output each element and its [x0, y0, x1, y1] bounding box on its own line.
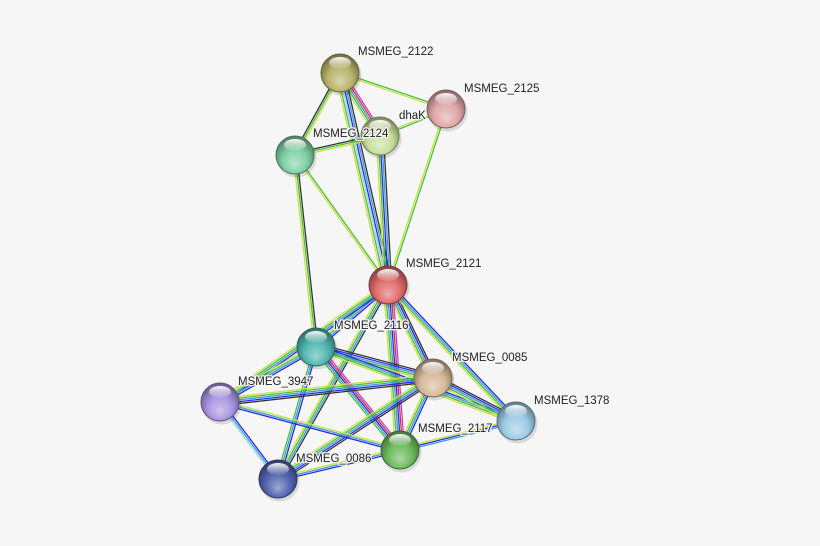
- node-label: MSMEG_2125: [464, 83, 539, 95]
- node-MSMEG_2125[interactable]: [426, 89, 468, 132]
- edge-MSMEG_2116-MSMEG_2117[interactable]: [312, 344, 404, 453]
- edge-MSMEG_2117-MSMEG_3947[interactable]: [218, 399, 402, 453]
- edge-MSMEG_2124-MSMEG_2116[interactable]: [292, 154, 319, 348]
- node-label: MSMEG_3947: [238, 376, 313, 388]
- node-MSMEG_2121[interactable]: [368, 265, 410, 308]
- edge-MSMEG_2121-MSMEG_0086[interactable]: [275, 283, 391, 481]
- nodes-layer: [200, 53, 538, 502]
- edge-MSMEG_2117-MSMEG_0086[interactable]: [276, 447, 402, 482]
- node-label: dhaK: [399, 110, 426, 122]
- node-MSMEG_2116[interactable]: [296, 327, 338, 370]
- node-MSMEG_0086[interactable]: [258, 459, 300, 502]
- node-MSMEG_2122[interactable]: [320, 53, 362, 96]
- edge-MSMEG_2116-MSMEG_0086[interactable]: [275, 345, 319, 481]
- edge-dhaK-MSMEG_2121[interactable]: [375, 135, 393, 286]
- edge-MSMEG_2117-MSMEG_1378[interactable]: [398, 418, 518, 453]
- node-label: MSMEG_2122: [358, 46, 433, 58]
- node-label: MSMEG_1378: [534, 395, 609, 407]
- node-label: MSMEG_0085: [452, 352, 527, 364]
- node-label: MSMEG_2116: [334, 320, 409, 332]
- node-label: MSMEG_2124: [313, 128, 389, 140]
- node-label: MSMEG_0086: [296, 453, 371, 465]
- edge-MSMEG_2125-MSMEG_2121[interactable]: [386, 108, 448, 286]
- node-label: MSMEG_2117: [418, 423, 493, 435]
- edge-MSMEG_2116-MSMEG_0085[interactable]: [314, 342, 435, 383]
- node-MSMEG_0085[interactable]: [413, 358, 455, 401]
- node-MSMEG_2124[interactable]: [275, 135, 317, 178]
- edge-MSMEG_2124-MSMEG_2121[interactable]: [293, 153, 390, 287]
- node-MSMEG_2117[interactable]: [380, 430, 422, 473]
- edge-MSMEG_2121-MSMEG_1378[interactable]: [385, 282, 519, 424]
- node-label: MSMEG_2121: [406, 258, 481, 270]
- edge-MSMEG_0085-MSMEG_0086[interactable]: [275, 374, 436, 483]
- node-dhaK[interactable]: [360, 116, 402, 159]
- edge-MSMEG_0085-MSMEG_3947[interactable]: [218, 373, 435, 407]
- node-MSMEG_3947[interactable]: [200, 382, 242, 425]
- node-MSMEG_1378[interactable]: [496, 401, 538, 444]
